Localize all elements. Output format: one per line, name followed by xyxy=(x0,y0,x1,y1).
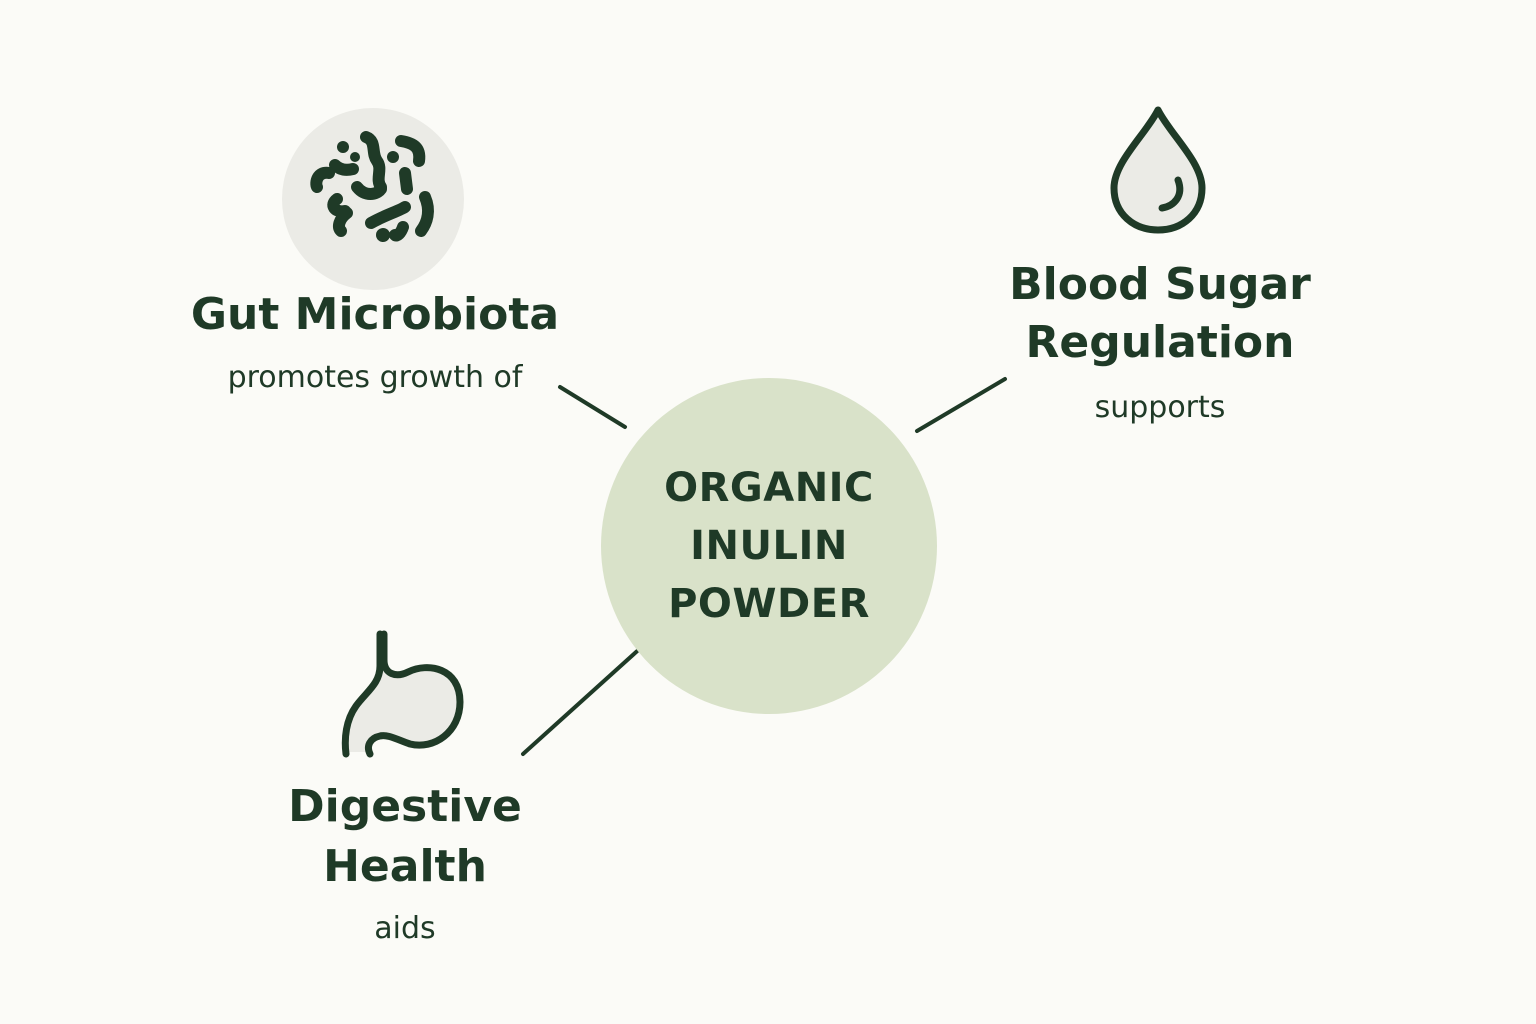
connector-digestive xyxy=(521,633,657,756)
digestive-health-relation: aids xyxy=(374,911,436,946)
blood-sugar-title-line-1: Blood Sugar xyxy=(1009,259,1311,310)
blood-sugar-title-line-2: Regulation xyxy=(1025,317,1295,368)
stomach-icon xyxy=(330,626,474,760)
hub-circle: ORGANIC INULIN POWDER xyxy=(601,378,937,714)
bacteria-icon xyxy=(281,107,465,291)
blood-sugar-relation: supports xyxy=(1094,390,1226,425)
hub-label-line-1: ORGANIC xyxy=(664,465,874,511)
hub-label-line-2: INULIN xyxy=(690,523,848,569)
hub-label-line-3: POWDER xyxy=(668,581,870,627)
digestive-health-title-line-1: Digestive xyxy=(288,781,522,832)
gut-microbiota-title: Gut Microbiota xyxy=(190,289,560,340)
water-drop-icon xyxy=(1106,104,1210,234)
digestive-health-title-line-2: Health xyxy=(323,841,487,892)
gut-microbiota-relation: promotes growth of xyxy=(227,360,523,395)
connector-blood xyxy=(915,377,1007,433)
connector-gut xyxy=(558,385,627,429)
